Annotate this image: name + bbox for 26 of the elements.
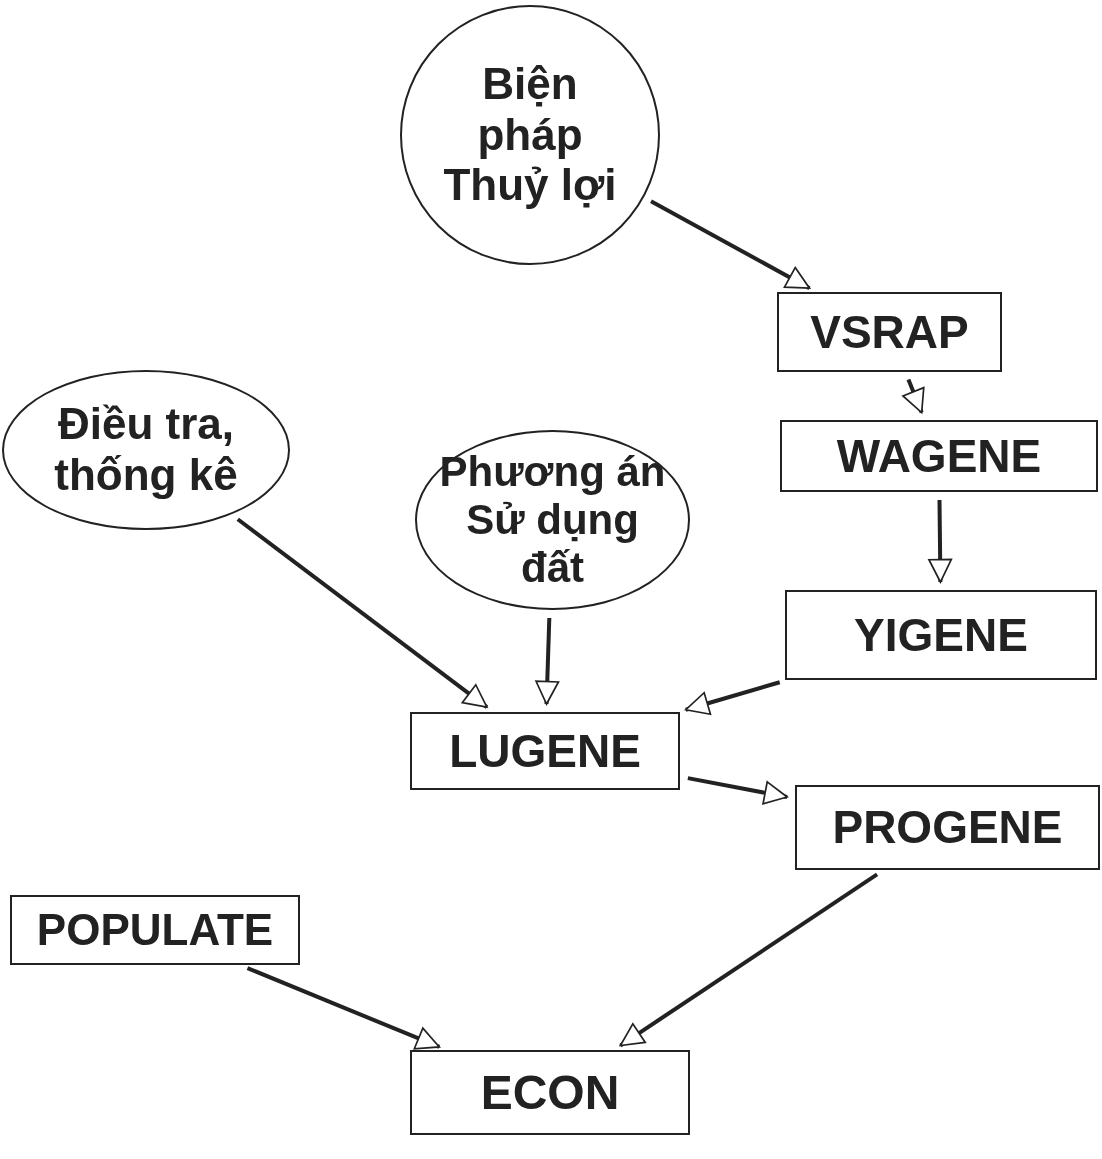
arrow [902, 378, 925, 414]
node-label: ECON [480, 1064, 620, 1121]
process-box [777, 292, 1002, 372]
process-box [410, 712, 680, 790]
arrow [619, 872, 879, 1048]
node-label: Biện pháp Thuỷ lợi [442, 59, 618, 211]
arrow [928, 499, 953, 583]
process-box [780, 420, 1098, 492]
arrow [246, 966, 441, 1050]
process-box [410, 1050, 690, 1135]
process-box [795, 785, 1100, 870]
arrow [650, 199, 811, 290]
node-label: YIGENE [854, 608, 1028, 662]
process-box [785, 590, 1097, 680]
node-label: LUGENE [449, 724, 641, 778]
node-label: POPULATE [36, 904, 274, 956]
process-box [10, 895, 300, 965]
arrow [687, 776, 788, 805]
node-label: WAGENE [836, 429, 1042, 483]
arrow [535, 617, 560, 705]
node-label: VSRAP [810, 305, 969, 359]
node-label: PROGENE [832, 801, 1063, 854]
node-label: Phương án Sử dụng đất [439, 447, 666, 593]
arrow [685, 680, 781, 716]
node-label: Điều tra, thống kê [53, 399, 239, 501]
arrow [236, 517, 489, 709]
